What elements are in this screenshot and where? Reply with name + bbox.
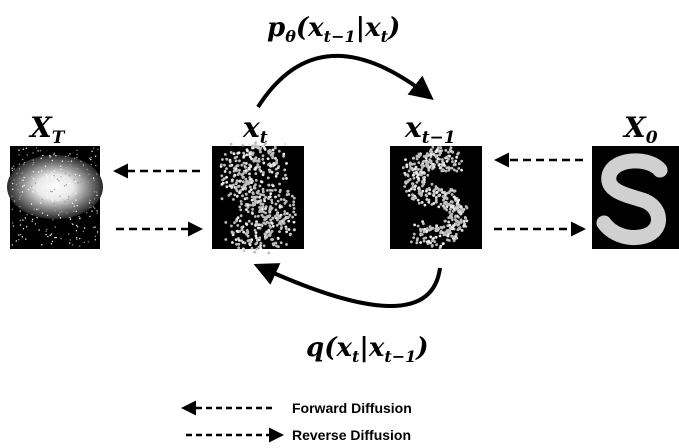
state-label-xt: xt bbox=[242, 111, 268, 148]
reverse-process-arc bbox=[256, 54, 434, 109]
panel-xt-1 bbox=[390, 145, 482, 250]
legend-reverse-label: Reverse Diffusion bbox=[292, 427, 411, 443]
bottom-formula: q(xt|xt−1) bbox=[306, 333, 429, 366]
state-label-xt-1: xt−1 bbox=[404, 111, 456, 148]
panel-xT bbox=[7, 146, 103, 249]
state-label-xT: XT bbox=[28, 111, 66, 148]
panel-x0 bbox=[592, 146, 679, 249]
panel-xt bbox=[212, 141, 304, 255]
legend: Forward Diffusion Reverse Diffusion bbox=[181, 400, 412, 443]
forward-process-arc bbox=[253, 263, 442, 308]
state-label-x0: X0 bbox=[622, 111, 658, 148]
top-formula: pθ(xt−1|xt) bbox=[267, 13, 400, 46]
legend-forward-label: Forward Diffusion bbox=[292, 400, 412, 416]
